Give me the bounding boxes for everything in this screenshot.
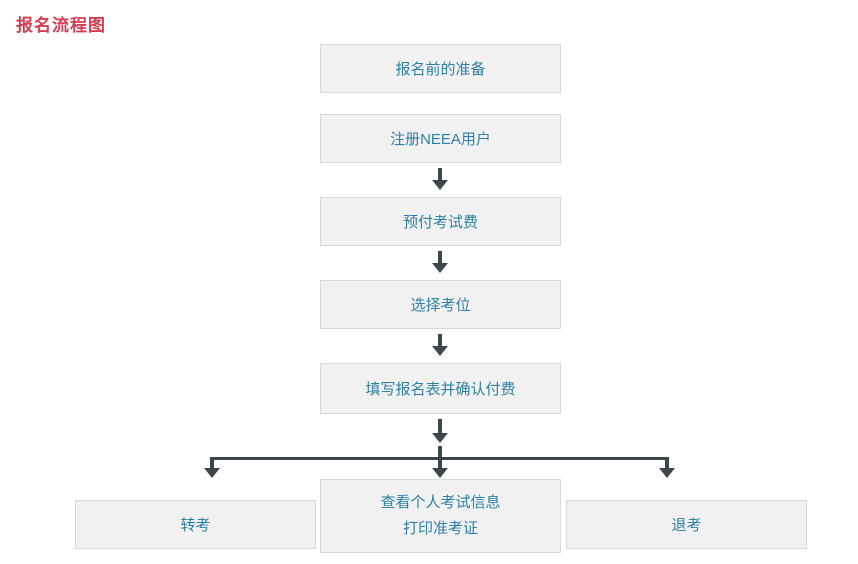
arrow-stem	[438, 446, 442, 468]
flow-step-select-seat: 选择考位	[320, 280, 561, 329]
arrow-stem	[438, 168, 442, 180]
arrow-head	[432, 263, 448, 273]
arrow-head	[659, 468, 675, 478]
branch-withdraw-exam: 退考	[566, 500, 807, 549]
arrow-head	[432, 468, 448, 478]
page-title: 报名流程图	[16, 16, 106, 35]
arrow-head	[204, 468, 220, 478]
arrow-stem	[438, 334, 442, 346]
flow-step-register-neea-user: 注册NEEA用户	[320, 114, 561, 163]
flow-step-label: 填写报名表并确认付费	[365, 381, 516, 398]
arrow-stem	[438, 419, 442, 433]
branch-label-line1: 查看个人考试信息	[380, 494, 501, 511]
arrow-stem	[438, 251, 442, 263]
down-arrow-icon	[432, 168, 448, 190]
arrow-head	[432, 433, 448, 443]
branch-label: 转考	[180, 517, 211, 534]
branch-right-down-arrow-icon	[659, 457, 675, 478]
branch-center-down-arrow-icon	[432, 446, 448, 478]
flow-step-label: 预付考试费	[402, 214, 478, 231]
flow-step-label: 注册NEEA用户	[390, 131, 491, 148]
down-arrow-icon	[432, 419, 448, 443]
arrow-stem	[665, 457, 669, 468]
arrow-head	[432, 346, 448, 356]
branch-transfer-exam: 转考	[75, 500, 316, 549]
down-arrow-icon	[432, 334, 448, 356]
flow-step-fill-form-confirm-payment: 填写报名表并确认付费	[320, 363, 561, 414]
branch-label: 退考	[671, 517, 702, 534]
flow-step-prepay-exam-fee: 预付考试费	[320, 197, 561, 246]
branch-left-down-arrow-icon	[204, 457, 220, 478]
arrow-head	[432, 180, 448, 190]
branch-label: 查看个人考试信息 打印准考证	[380, 490, 500, 542]
branch-view-info-print-ticket: 查看个人考试信息 打印准考证	[320, 479, 561, 553]
flow-step-preparation: 报名前的准备	[320, 44, 561, 93]
flow-step-label: 选择考位	[410, 297, 471, 314]
arrow-stem	[210, 457, 214, 468]
branch-label-line2: 打印准考证	[402, 520, 478, 537]
flow-step-label: 报名前的准备	[395, 61, 486, 78]
down-arrow-icon	[432, 251, 448, 273]
